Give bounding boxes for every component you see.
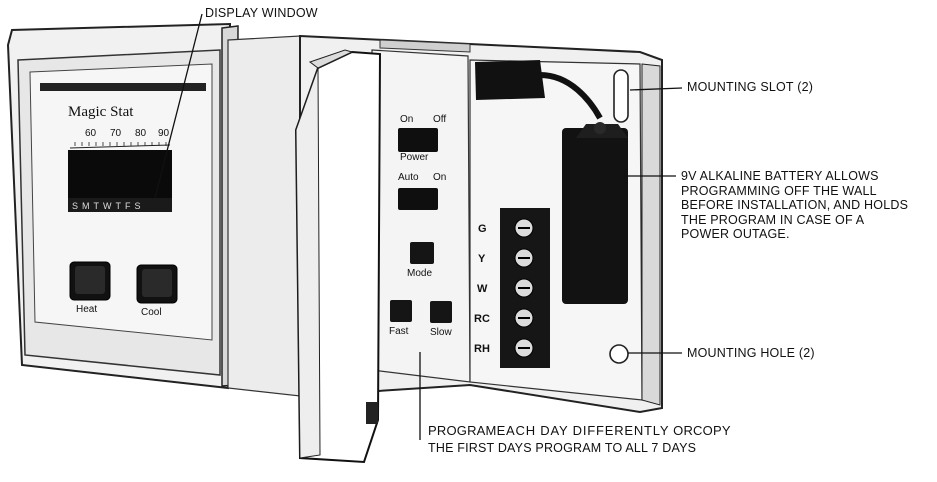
fast-button xyxy=(390,300,412,322)
leader-lines xyxy=(154,13,683,440)
battery-callout-line-1: 9V ALKALINE BATTERY ALLOWS xyxy=(681,169,879,183)
copy-word: COPY xyxy=(693,423,731,438)
switch2-on-label: On xyxy=(433,172,446,183)
day-letters: SMTWTFS xyxy=(72,201,145,211)
terminal-block xyxy=(500,208,550,368)
battery-callout-line-4: THE PROGRAM IN CASE OF A xyxy=(681,212,865,227)
mounting-hole-callout: MOUNTING HOLE (2) xyxy=(687,346,815,360)
slow-button xyxy=(430,301,452,323)
scale-tick-80: 80 xyxy=(135,128,147,139)
terminal-y: Y xyxy=(478,253,486,265)
switch1-on-label: On xyxy=(400,114,413,125)
mounting-slot xyxy=(613,69,629,123)
slow-button-label: Slow xyxy=(430,327,452,338)
battery-callout-line-5: POWER OUTAGE. xyxy=(681,227,790,241)
program-word: PROGRAM xyxy=(428,423,497,438)
terminal-g: G xyxy=(478,223,487,235)
switch1-name: Power xyxy=(400,152,429,163)
display-window-callout: DISPLAY WINDOW xyxy=(205,6,318,20)
program-callout-line-1: PROGRAMEACH DAY DIFFERENTLY ORCOPY xyxy=(428,423,731,439)
terminal-w: W xyxy=(477,283,488,295)
heat-button-label: Heat xyxy=(76,304,97,315)
switch1-off-label: Off xyxy=(433,114,446,125)
battery xyxy=(475,60,628,304)
terminal-rc: RC xyxy=(474,313,490,325)
heat-button xyxy=(69,261,111,301)
mode-button-label: Mode xyxy=(407,268,432,279)
mounting-slot-callout: MOUNTING SLOT (2) xyxy=(687,80,814,94)
brand-label: Magic Stat xyxy=(68,104,134,120)
switch2-auto-label: Auto xyxy=(398,172,419,183)
battery-callout: 9V ALKALINE BATTERY ALLOWS PROGRAMMING O… xyxy=(681,169,908,242)
scale-tick-90: 90 xyxy=(158,128,170,139)
battery-callout-line-3: BEFORE INSTALLATION, AND HOLDS xyxy=(681,198,909,212)
terminal-rh: RH xyxy=(474,343,490,355)
battery-callout-line-2: PROGRAMMING OFF THE WALL xyxy=(681,183,877,198)
display-window xyxy=(68,142,172,212)
cool-button xyxy=(136,264,178,304)
mode-button xyxy=(410,242,434,264)
fast-button-label: Fast xyxy=(389,326,409,337)
fan-switch xyxy=(398,188,438,210)
scale-tick-60: 60 xyxy=(85,128,97,139)
power-switch xyxy=(398,128,438,152)
hinged-door xyxy=(294,49,382,464)
each-day-phrase: EACH DAY DIFFERENTLY xyxy=(496,423,670,438)
or-word: OR xyxy=(673,423,694,438)
cool-button-label: Cool xyxy=(141,307,162,318)
program-callout-line-2: THE FIRST DAYS PROGRAM TO ALL 7 DAYS xyxy=(428,441,697,455)
scale-tick-70: 70 xyxy=(110,128,122,139)
mounting-hole xyxy=(609,344,629,364)
